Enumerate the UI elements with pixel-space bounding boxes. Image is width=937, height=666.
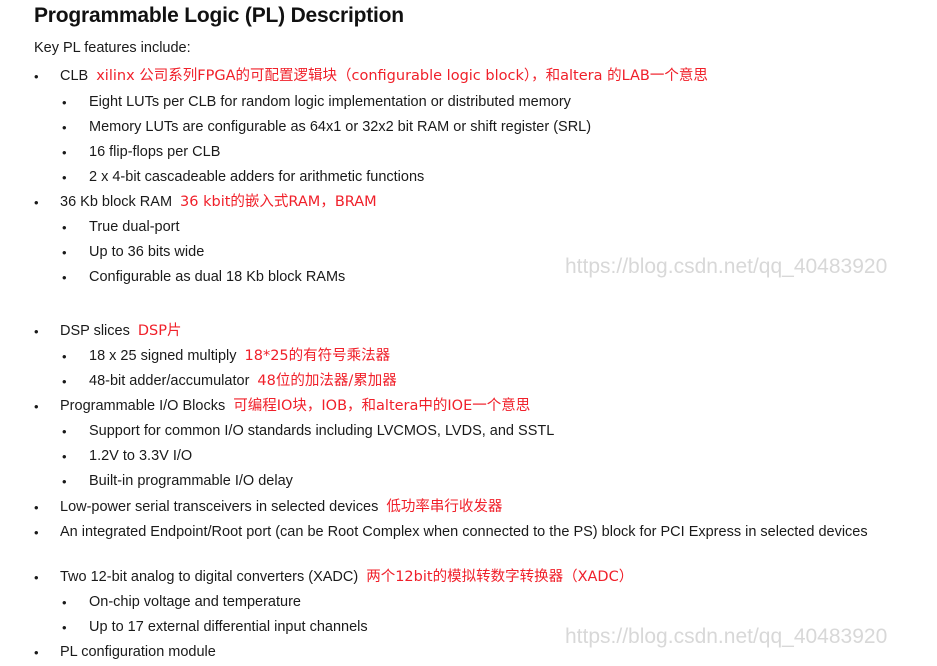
bullet-icon: • bbox=[62, 349, 67, 364]
item-text: 2 x 4-bit cascadeable adders for arithme… bbox=[89, 169, 425, 185]
item-text: 48-bit adder/accumulator bbox=[89, 373, 250, 389]
item-text: 18 x 25 signed multiply bbox=[89, 348, 237, 364]
list-item: Two 12-bit analog to digital converters … bbox=[60, 568, 633, 587]
list-item: 36 Kb block RAM 36 kbit的嵌入式RAM，BRAM bbox=[60, 193, 377, 212]
bullet-icon: • bbox=[34, 399, 39, 414]
item-text: Up to 36 bits wide bbox=[89, 244, 205, 260]
bullet-icon: • bbox=[62, 145, 67, 160]
item-text: Built-in programmable I/O delay bbox=[89, 473, 293, 489]
sub-list-item: 1.2V to 3.3V I/O bbox=[89, 447, 192, 466]
intro-text: Key PL features include: bbox=[34, 40, 191, 56]
annotation-note: 36 kbit的嵌入式RAM，BRAM bbox=[180, 194, 377, 210]
list-item: An integrated Endpoint/Root port (can be… bbox=[60, 523, 880, 542]
annotation-note: 低功率串行收发器 bbox=[386, 499, 503, 515]
item-text: True dual-port bbox=[89, 219, 180, 235]
item-text: 16 flip-flops per CLB bbox=[89, 144, 221, 160]
item-text: Eight LUTs per CLB for random logic impl… bbox=[89, 94, 571, 110]
bullet-icon: • bbox=[62, 120, 67, 135]
sub-list-item: Built-in programmable I/O delay bbox=[89, 472, 293, 491]
bullet-icon: • bbox=[34, 69, 39, 84]
item-text: Two 12-bit analog to digital converters … bbox=[60, 569, 359, 585]
item-text: An integrated Endpoint/Root port (can be… bbox=[60, 524, 868, 540]
bullet-icon: • bbox=[34, 500, 39, 515]
bullet-icon: • bbox=[62, 374, 67, 389]
item-text: Configurable as dual 18 Kb block RAMs bbox=[89, 269, 346, 285]
annotation-note: 18*25的有符号乘法器 bbox=[244, 348, 391, 364]
watermark-text: https://blog.csdn.net/qq_40483920 bbox=[565, 255, 888, 278]
bullet-icon: • bbox=[62, 424, 67, 439]
bullet-icon: • bbox=[34, 324, 39, 339]
sub-list-item: Up to 36 bits wide bbox=[89, 243, 204, 262]
item-text: 1.2V to 3.3V I/O bbox=[89, 448, 193, 464]
item-text: DSP slices bbox=[60, 323, 130, 339]
bullet-icon: • bbox=[62, 620, 67, 635]
bullet-icon: • bbox=[62, 220, 67, 235]
list-item: Low-power serial transceivers in selecte… bbox=[60, 498, 502, 517]
sub-list-item: 2 x 4-bit cascadeable adders for arithme… bbox=[89, 168, 424, 187]
sub-list-item: 16 flip-flops per CLB bbox=[89, 143, 220, 162]
item-text: Support for common I/O standards includi… bbox=[89, 423, 555, 439]
page-title: Programmable Logic (PL) Description bbox=[34, 4, 404, 27]
item-text: Memory LUTs are configurable as 64x1 or … bbox=[89, 119, 592, 135]
bullet-icon: • bbox=[62, 595, 67, 610]
list-item: PL configuration module bbox=[60, 643, 216, 662]
bullet-icon: • bbox=[62, 170, 67, 185]
item-text: 36 Kb block RAM bbox=[60, 194, 173, 210]
sub-list-item: On-chip voltage and temperature bbox=[89, 593, 301, 612]
annotation-note: 可编程IO块，IOB，和altera中的IOE一个意思 bbox=[233, 398, 531, 414]
bullet-icon: • bbox=[34, 570, 39, 585]
sub-list-item: 48-bit adder/accumulator 48位的加法器/累加器 bbox=[89, 372, 397, 391]
watermark-text: https://blog.csdn.net/qq_40483920 bbox=[565, 625, 888, 648]
bullet-icon: • bbox=[62, 270, 67, 285]
sub-list-item: Memory LUTs are configurable as 64x1 or … bbox=[89, 118, 591, 137]
annotation-note: xilinx 公司系列FPGA的可配置逻辑块（configurable logi… bbox=[96, 68, 708, 84]
list-item: CLB xilinx 公司系列FPGA的可配置逻辑块（configurable l… bbox=[60, 67, 708, 86]
bullet-icon: • bbox=[34, 645, 39, 660]
item-text: On-chip voltage and temperature bbox=[89, 594, 301, 610]
bullet-icon: • bbox=[62, 449, 67, 464]
item-text: Programmable I/O Blocks bbox=[60, 398, 226, 414]
item-text: PL configuration module bbox=[60, 644, 216, 660]
sub-list-item: Support for common I/O standards includi… bbox=[89, 422, 554, 441]
annotation-note: 两个12bit的模拟转数字转换器（XADC） bbox=[366, 569, 634, 585]
bullet-icon: • bbox=[62, 245, 67, 260]
sub-list-item: 18 x 25 signed multiply 18*25的有符号乘法器 bbox=[89, 347, 390, 366]
sub-list-item: Eight LUTs per CLB for random logic impl… bbox=[89, 93, 571, 112]
bullet-icon: • bbox=[62, 95, 67, 110]
sub-list-item: Configurable as dual 18 Kb block RAMs bbox=[89, 268, 345, 287]
sub-list-item: True dual-port bbox=[89, 218, 180, 237]
list-item: Programmable I/O Blocks 可编程IO块，IOB，和alter… bbox=[60, 397, 530, 416]
item-text: CLB bbox=[60, 68, 89, 84]
list-item: DSP slices DSP片 bbox=[60, 322, 181, 341]
annotation-note: DSP片 bbox=[137, 323, 182, 339]
item-text: Low-power serial transceivers in selecte… bbox=[60, 499, 379, 515]
bullet-icon: • bbox=[34, 195, 39, 210]
annotation-note: 48位的加法器/累加器 bbox=[257, 373, 397, 389]
sub-list-item: Up to 17 external differential input cha… bbox=[89, 618, 368, 637]
bullet-icon: • bbox=[34, 525, 39, 540]
item-text: Up to 17 external differential input cha… bbox=[89, 619, 368, 635]
bullet-icon: • bbox=[62, 474, 67, 489]
